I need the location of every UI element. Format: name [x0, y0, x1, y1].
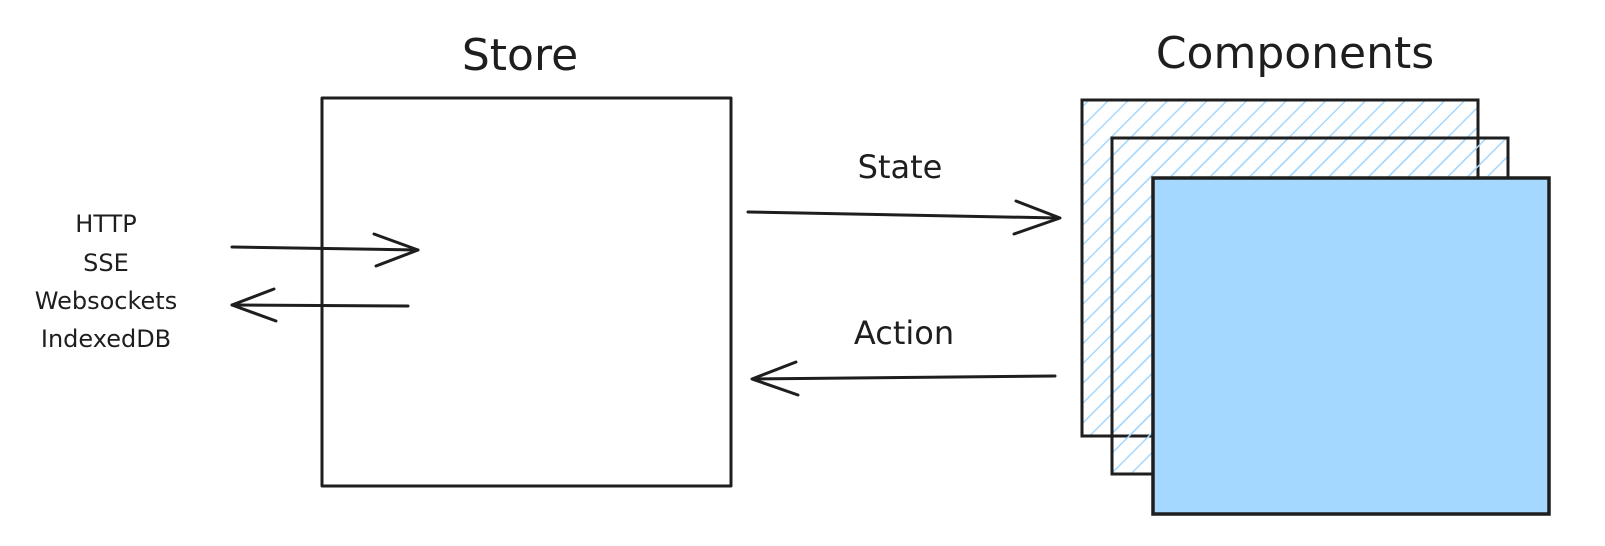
source-http: HTTP [75, 210, 136, 238]
state-arrow [746, 199, 1062, 236]
store-title: Store [462, 30, 578, 81]
inbound-arrow [230, 232, 420, 268]
source-indexeddb: IndexedDB [41, 325, 171, 353]
source-sse: SSE [83, 249, 129, 277]
state-label: State [858, 148, 943, 186]
store-box [320, 96, 733, 488]
outbound-arrow [230, 287, 410, 323]
component-card-front [1151, 176, 1551, 516]
action-label: Action [854, 314, 954, 352]
action-arrow [750, 360, 1057, 397]
components-title: Components [1156, 28, 1434, 79]
source-websockets: Websockets [35, 287, 177, 315]
